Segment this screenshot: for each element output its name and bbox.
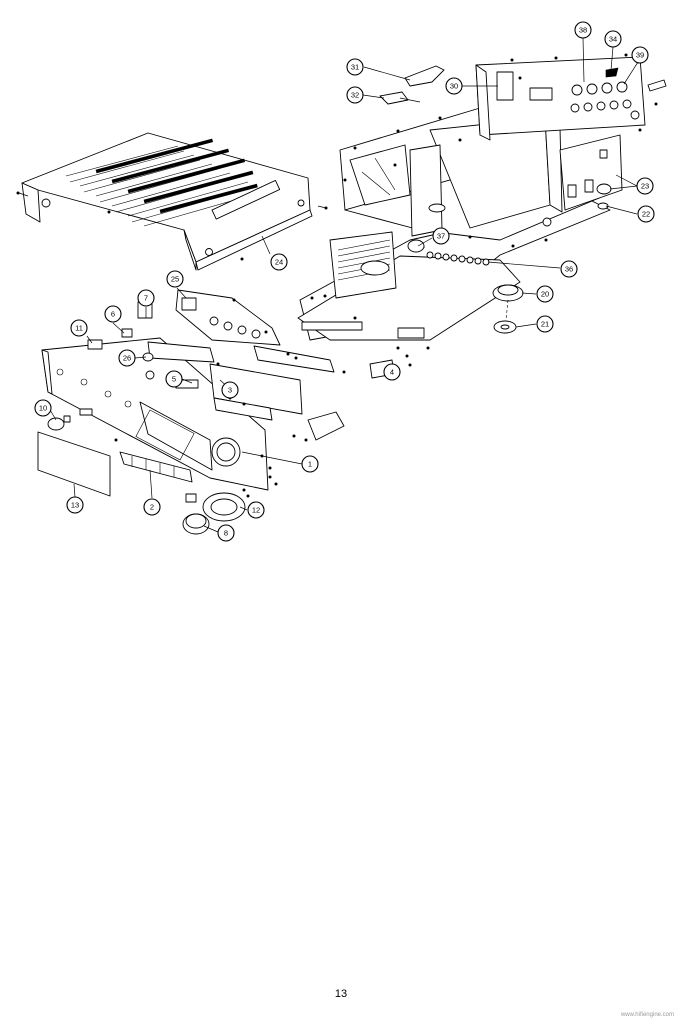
svg-text:23: 23 — [641, 182, 649, 191]
callout-38: 38 — [574, 21, 592, 39]
page-number: 13 — [334, 988, 348, 1000]
callout-2: 2 — [143, 498, 161, 516]
svg-text:5: 5 — [172, 375, 176, 384]
callout-37: 37 — [432, 227, 450, 245]
callout-39: 39 — [631, 46, 649, 64]
callout-3: 3 — [221, 381, 239, 399]
svg-text:6: 6 — [111, 310, 115, 319]
callout-12: 12 — [247, 501, 265, 519]
svg-text:7: 7 — [144, 294, 148, 303]
callout-21: 21 — [536, 315, 554, 333]
svg-text:26: 26 — [123, 354, 131, 363]
callout-11: 11 — [70, 319, 88, 337]
svg-text:8: 8 — [224, 529, 228, 538]
callout-4: 4 — [383, 363, 401, 381]
callout-8: 8 — [217, 524, 235, 542]
svg-text:13: 13 — [71, 501, 79, 510]
callout-22: 22 — [637, 205, 655, 223]
top-cover — [16, 132, 328, 271]
callout-10: 10 — [34, 399, 52, 417]
svg-text:3: 3 — [228, 386, 232, 395]
svg-text:30: 30 — [450, 82, 458, 91]
svg-text:4: 4 — [390, 368, 394, 377]
svg-text:39: 39 — [636, 51, 644, 60]
feet — [492, 183, 612, 334]
rear-panel — [475, 53, 667, 141]
svg-text:2: 2 — [150, 503, 154, 512]
callout-26: 26 — [118, 349, 136, 367]
svg-text:20: 20 — [541, 290, 549, 299]
svg-text:10: 10 — [39, 404, 47, 413]
svg-text:37: 37 — [437, 232, 445, 241]
svg-text:32: 32 — [351, 91, 359, 100]
svg-text:38: 38 — [579, 26, 587, 35]
svg-text:22: 22 — [642, 210, 650, 219]
callout-34: 34 — [604, 30, 622, 48]
cord-clamp — [379, 65, 445, 105]
callout-7: 7 — [137, 289, 155, 307]
callout-23: 23 — [636, 177, 654, 195]
front-panel — [37, 337, 278, 535]
callout-1: 1 — [301, 455, 319, 473]
callout-25: 25 — [166, 270, 184, 288]
svg-text:25: 25 — [171, 275, 179, 284]
callout-36: 36 — [560, 260, 578, 278]
callout-13: 13 — [66, 496, 84, 514]
callout-32: 32 — [346, 86, 364, 104]
callout-5: 5 — [165, 370, 183, 388]
svg-text:1: 1 — [308, 460, 312, 469]
main-pcb — [297, 231, 521, 367]
watermark: www.hifiengine.com — [620, 1012, 674, 1018]
sub-boards — [87, 289, 395, 442]
svg-text:34: 34 — [609, 35, 617, 44]
svg-text:31: 31 — [351, 63, 359, 72]
callout-24: 24 — [270, 253, 288, 271]
svg-text:12: 12 — [252, 506, 260, 515]
callout-20: 20 — [536, 285, 554, 303]
svg-text:21: 21 — [541, 320, 549, 329]
callout-31: 31 — [346, 58, 364, 76]
svg-text:36: 36 — [565, 265, 573, 274]
svg-text:24: 24 — [275, 258, 283, 267]
callout-6: 6 — [104, 305, 122, 323]
leader-lines — [48, 37, 639, 533]
svg-text:11: 11 — [75, 324, 83, 333]
callout-30: 30 — [445, 77, 463, 95]
